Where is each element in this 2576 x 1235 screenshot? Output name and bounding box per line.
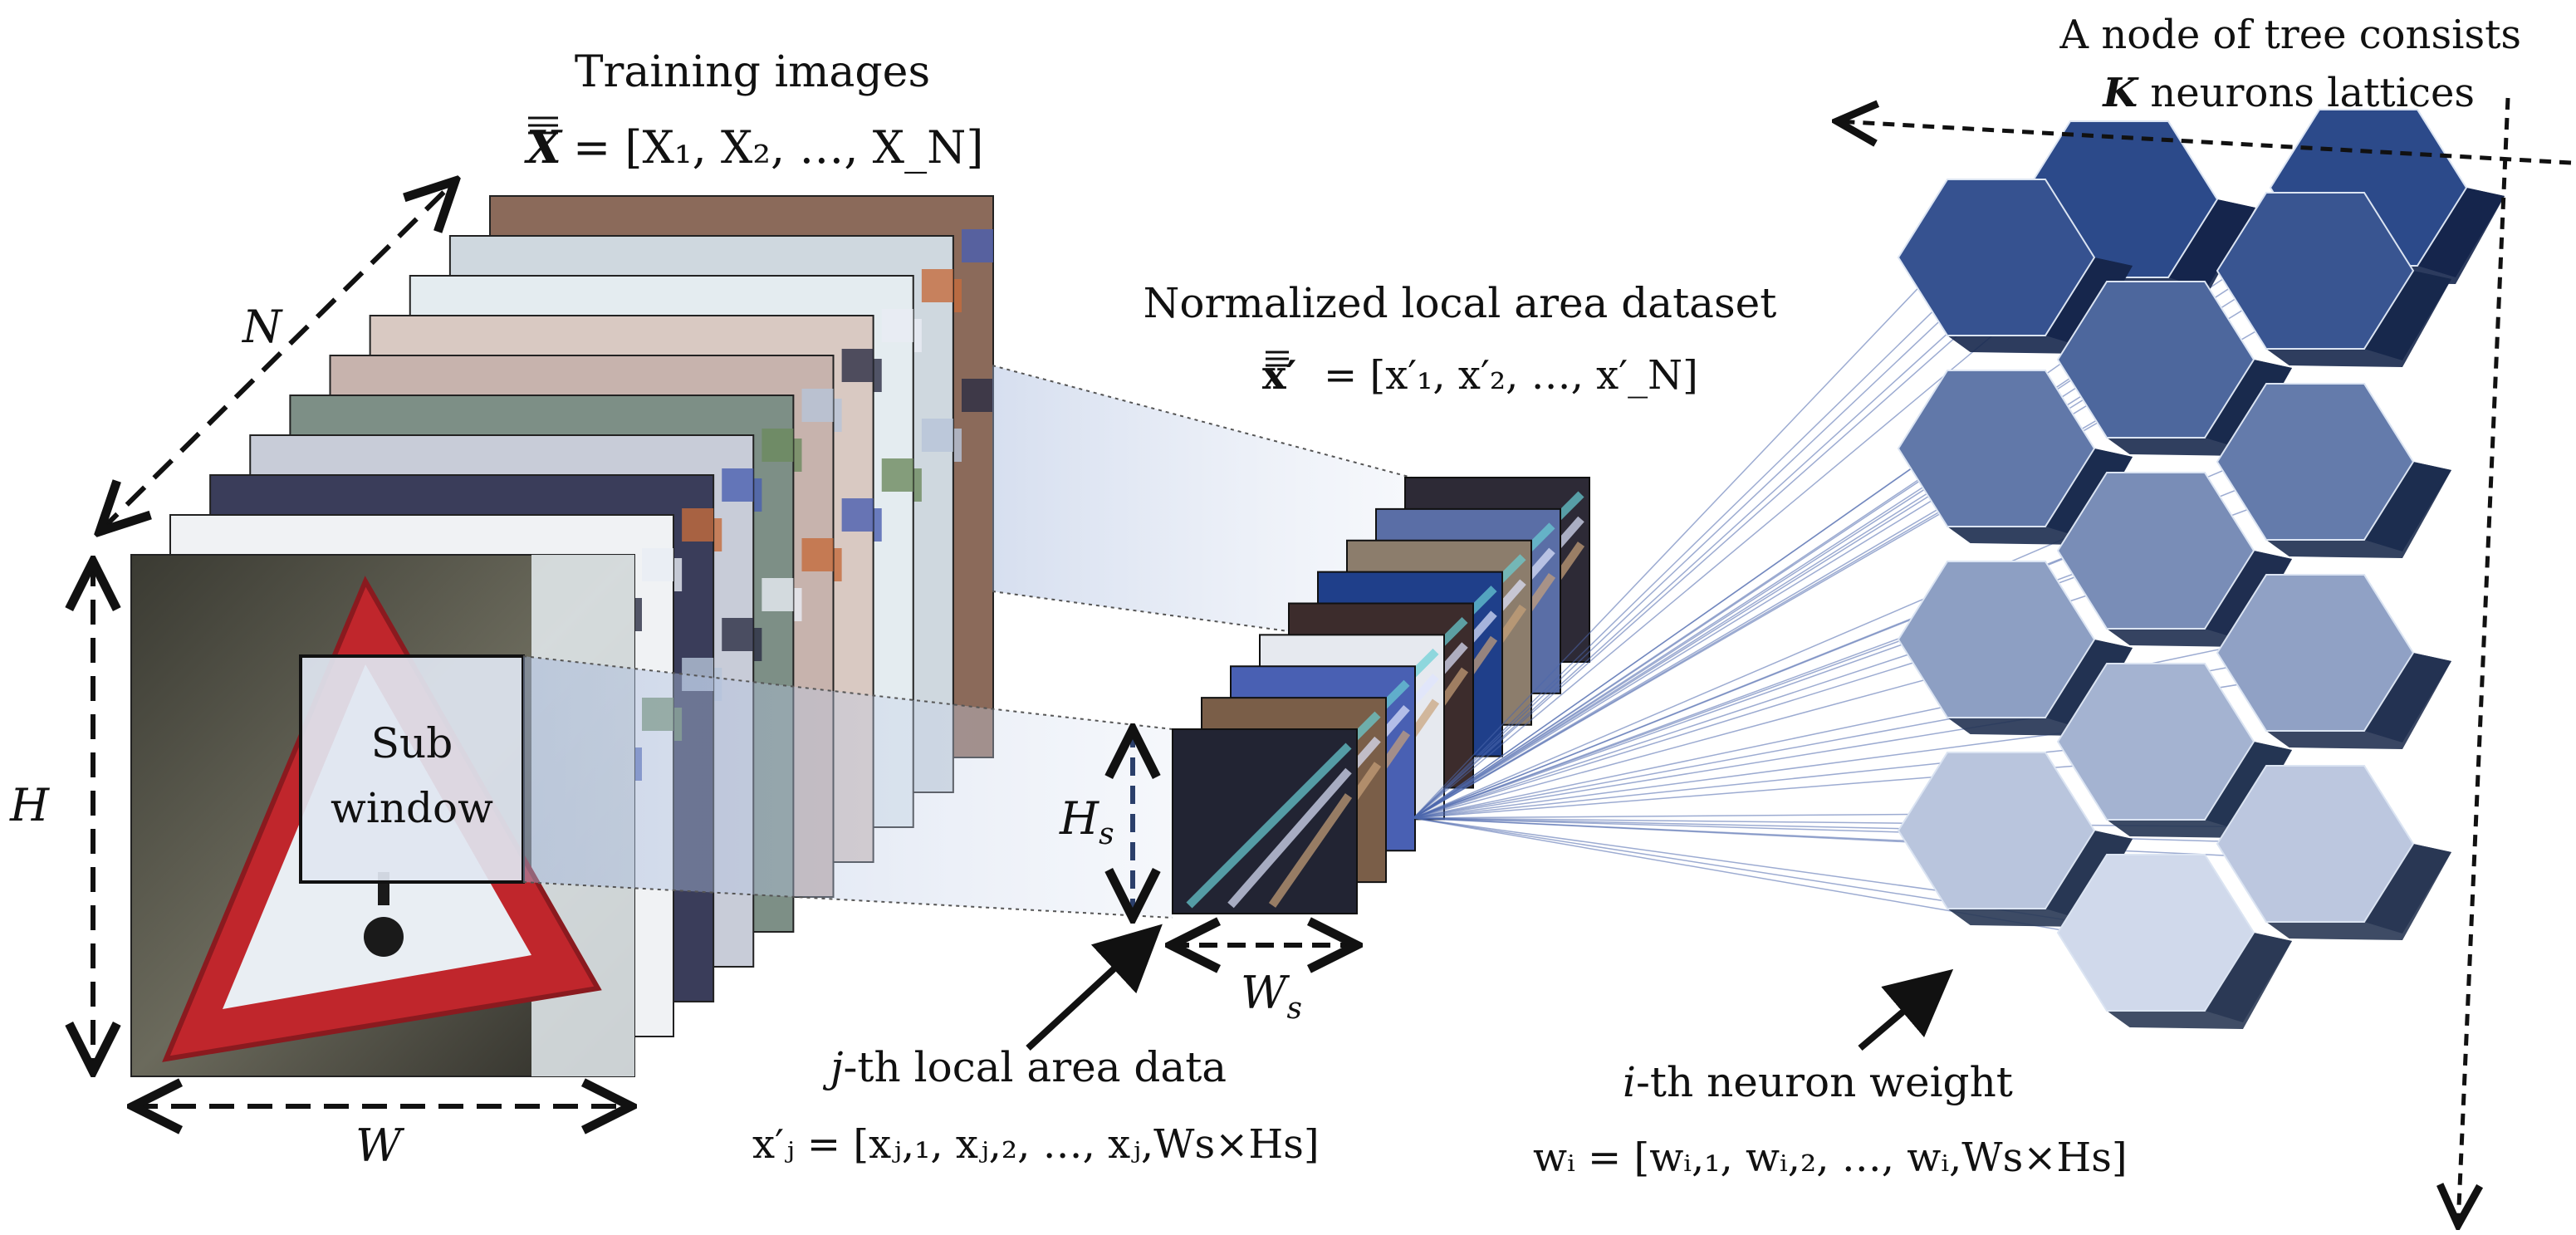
weight-connection-line: [1413, 464, 2014, 819]
w-label: W: [355, 1120, 405, 1172]
neuron-hex-bottom: [2319, 188, 2505, 285]
ws-label: Ws: [1241, 967, 1302, 1026]
sub-window: Sub window: [299, 654, 525, 884]
hs-label: Hs: [1059, 792, 1114, 851]
normalized-formula-rhs: = [x′₁, x′₂, …, x′_N]: [1324, 352, 1698, 399]
subwindow-projection: [523, 656, 1173, 918]
training-formula-rhs: = [X₁, X₂, …, X_N]: [573, 121, 983, 174]
image-pixel-block: [762, 429, 794, 462]
node-title-line2: K neurons lattices: [2101, 70, 2475, 116]
weight-connection-line: [1413, 817, 2333, 861]
training-images-formula: X = [X₁, X₂, …, X_N]: [524, 116, 983, 174]
weight-connection-line: [1413, 817, 2308, 845]
neuron-hex-cell: [2216, 764, 2415, 924]
neuron-hex-cell: [2056, 853, 2255, 1012]
neuron-hex-cell: [1897, 560, 2096, 719]
weight-connection-line: [1413, 203, 2386, 819]
neuron-hex-bottom: [2266, 844, 2451, 941]
node-title-line2-rest: neurons lattices: [2138, 70, 2475, 116]
weight-connection-line: [1413, 448, 1989, 819]
weight-connection-line: [1413, 257, 1989, 819]
local-data-pointer-arrow: [1026, 924, 1163, 1051]
weight-connection-line: [1413, 622, 1964, 819]
neuron-hex-cell: [1897, 178, 2096, 337]
image-pixel-block: [921, 269, 953, 302]
weight-connection-line: [1413, 273, 2014, 819]
node-vertical-arrow: [2458, 97, 2510, 1225]
node-horizontal-arrow: [1837, 121, 2572, 165]
image-pixel-block: [921, 419, 953, 452]
sub-window-label-line1: Sub: [371, 719, 453, 767]
patch-texture: [1268, 793, 1353, 908]
patch-texture: [1227, 767, 1352, 909]
weight-connection-line: [1413, 639, 1989, 819]
image-pixel-block: [962, 229, 993, 262]
neuron-weight-formula: wᵢ = [wᵢ,₁, wᵢ,₂, …, wᵢ,Ws×Hs]: [1533, 1135, 2128, 1181]
sub-window-label-line2: window: [331, 784, 493, 832]
weight-connection-line: [1413, 655, 2014, 819]
image-pixel-block: [722, 468, 754, 502]
weight-connection-line: [1413, 817, 1989, 831]
neuron-hex-cell: [2056, 280, 2255, 439]
weight-connection-line: [1413, 724, 2123, 819]
training-formula-lhs: X: [524, 120, 563, 174]
image-pixel-block: [881, 309, 913, 342]
normalized-dataset-title: Normalized local area dataset: [1144, 279, 1777, 327]
n-dimension-arrow: [100, 181, 455, 532]
image-pixel-block: [841, 349, 874, 382]
neuron-lattice: [1897, 108, 2505, 1030]
patch-texture: [1186, 742, 1352, 909]
local-data-formula: x′ⱼ = [xⱼ,₁, xⱼ,₂, …, xⱼ,Ws×Hs]: [752, 1121, 1320, 1168]
h-label: H: [9, 779, 50, 831]
node-k-bold: K: [2101, 70, 2139, 116]
weight-connection-line: [1413, 240, 1964, 819]
local-data-title: j-th local area data: [822, 1043, 1227, 1091]
image-pixel-block: [682, 508, 714, 542]
neuron-hex-bottom: [2266, 271, 2451, 368]
normalized-formula-lhs: x′: [1262, 352, 1296, 399]
neuron-hex-cell: [2216, 573, 2415, 733]
neuron-hex-cell: [2216, 382, 2415, 542]
neuron-hex-cell: [2216, 191, 2415, 350]
normalized-patch-stack: [1172, 477, 1590, 914]
image-pixel-block: [722, 618, 754, 651]
neuron-hex-cell: [1897, 369, 2096, 528]
weight-connection-line: [1413, 817, 2173, 950]
image-pixel-block: [841, 498, 874, 532]
neuron-hex-bottom: [2107, 933, 2292, 1030]
node-title-line1: A node of tree consists: [2059, 12, 2521, 58]
training-images-title: Training images: [575, 47, 930, 97]
n-label: N: [241, 301, 283, 353]
neuron-hex-cell: [2056, 471, 2255, 630]
image-pixel-block: [801, 389, 834, 422]
neuron-hex-bottom: [2266, 653, 2451, 750]
neuron-hex-bottom: [2266, 462, 2451, 559]
neuron-hex-bottom: [2070, 199, 2255, 296]
image-pixel-block: [962, 379, 993, 412]
image-pixel-block: [801, 538, 834, 571]
neuron-weight-pointer-arrow: [1858, 968, 1954, 1051]
weight-connection-line: [1413, 431, 1964, 819]
image-pixel-block: [881, 458, 913, 492]
image-pixel-block: [762, 578, 794, 611]
weight-connection-line: [1413, 813, 1964, 819]
neuron-hex-cell: [2056, 662, 2255, 821]
stack-projection: [992, 365, 1412, 648]
normalized-dataset-formula: x′ = [x′₁, x′₂, …, x′_N]: [1262, 350, 1698, 399]
neuron-hex-cell: [1897, 751, 2096, 910]
neuron-weight-title: i-th neuron weight: [1623, 1058, 2013, 1106]
image-pixel-block: [642, 548, 673, 581]
